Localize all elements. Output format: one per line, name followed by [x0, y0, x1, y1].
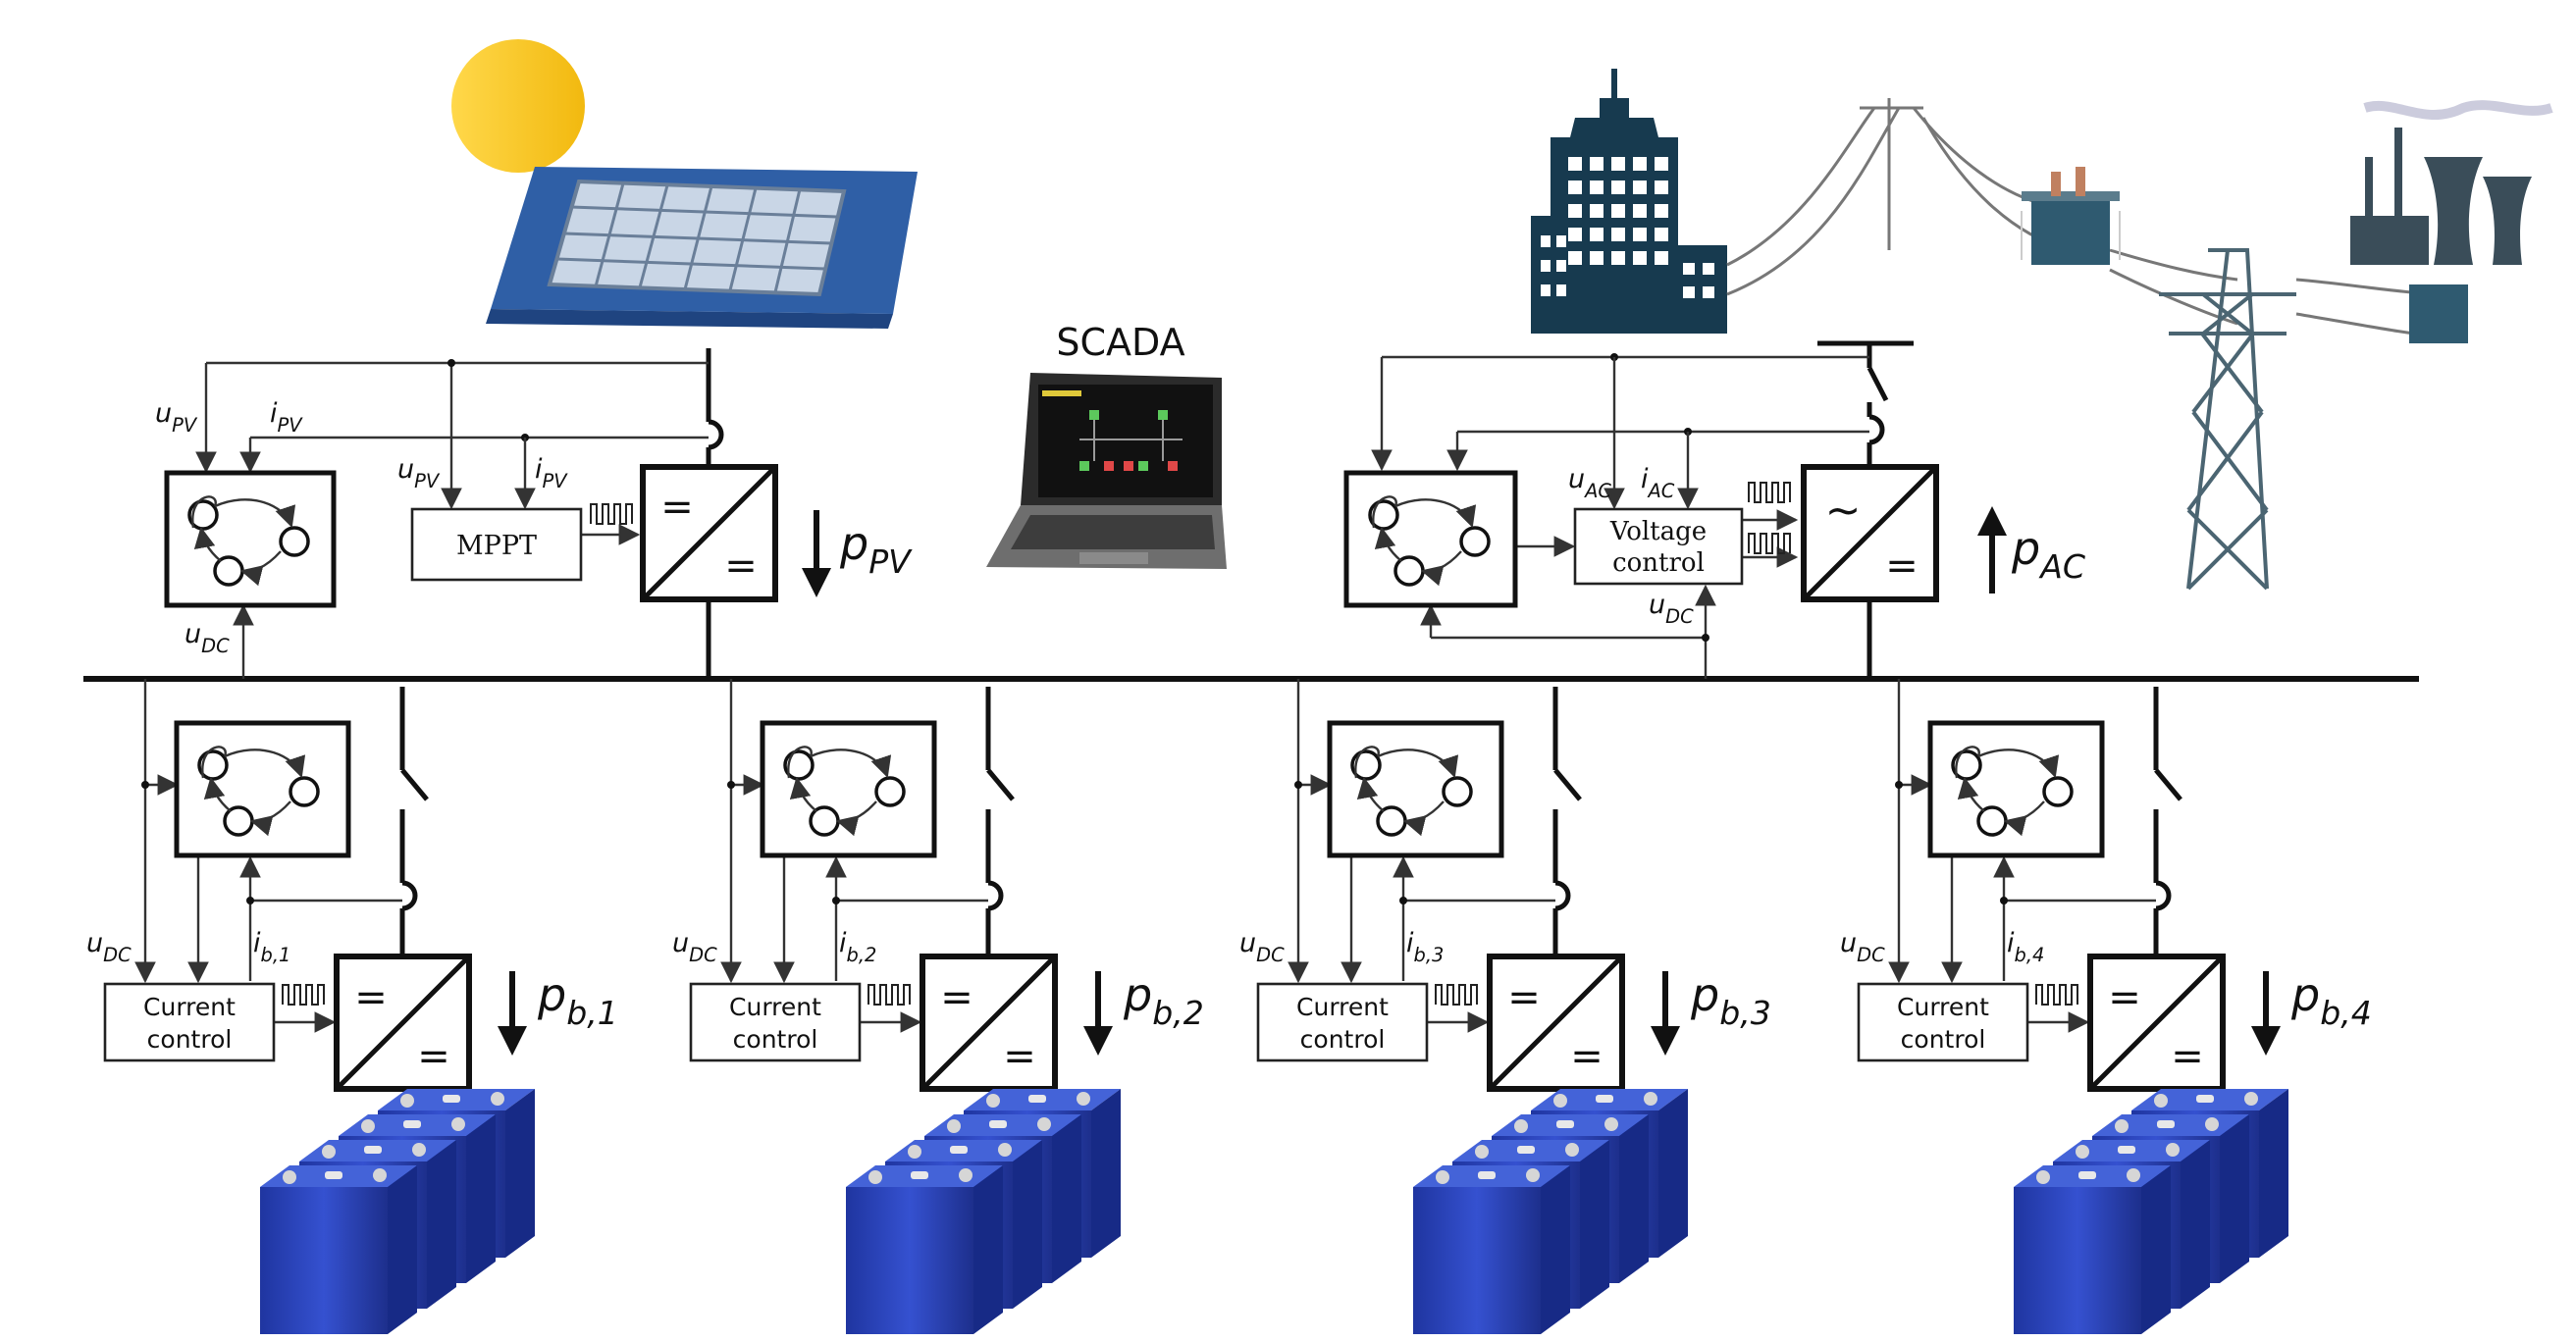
laptop-icon [986, 373, 1227, 569]
battery-branch-4: Current control = = uDC ib,4 pb,4 [1840, 679, 2372, 1334]
pv-voltage-label: uPV [155, 398, 198, 437]
mppt-block [410, 507, 583, 582]
pv-converter-top-symbol: = [660, 485, 694, 530]
inverter-dc-symbol: = [1885, 543, 1919, 589]
battery-1-pwm-signal [282, 984, 325, 1006]
battery-1-dc-voltage-label: uDC [86, 928, 131, 966]
battery-3-converter-bottom-symbol: = [1570, 1034, 1603, 1079]
battery-2-converter-bottom-symbol: = [1003, 1034, 1036, 1079]
sun-icon [451, 39, 585, 173]
grid-dc-voltage-label: uDC [1649, 590, 1694, 628]
transmission-tower-icon [2159, 248, 2296, 591]
battery-4-current-control-line2: control [1901, 1025, 1986, 1054]
pv-power-label: pPV [839, 517, 913, 581]
voltage-control-label-line1: Voltage [1609, 517, 1707, 546]
battery-1-converter-bottom-symbol: = [417, 1034, 450, 1079]
battery-3-current-control [1256, 982, 1429, 1062]
battery-4-dc-voltage-label: uDC [1840, 928, 1885, 966]
battery-4-power-label: pb,4 [2290, 968, 2372, 1032]
battery-2-cells-icon [846, 1089, 1121, 1334]
battery-2-converter-top-symbol: = [940, 975, 973, 1020]
city-buildings-icon [1531, 69, 1727, 334]
voltage-control-block [1573, 507, 1744, 586]
battery-2-pwm-signal [867, 984, 911, 1006]
grid-pwm-signal-2 [1748, 533, 1791, 554]
battery-1-cells-icon [260, 1089, 535, 1334]
battery-2-current-control-line1: Current [729, 993, 821, 1021]
battery-1-power-label: pb,1 [537, 968, 618, 1032]
pv-dc-voltage-label: uDC [184, 619, 230, 657]
battery-branch-3: Current control = = uDC ib,3 pb,3 [1239, 679, 1771, 1334]
pv-pwm-signal [590, 503, 633, 525]
battery-1-current-control [103, 982, 276, 1062]
battery-4-converter-top-symbol: = [2108, 975, 2141, 1020]
battery-3-current-control-line1: Current [1296, 993, 1389, 1021]
battery-3-dc-voltage-label: uDC [1239, 928, 1285, 966]
mppt-voltage-label: uPV [397, 454, 441, 492]
battery-1-state-machine [174, 720, 351, 858]
battery-1-current-label: ib,1 [253, 928, 290, 966]
pv-converter-bottom-symbol: = [724, 543, 758, 589]
battery-3-current-control-line2: control [1300, 1025, 1386, 1054]
battery-4-converter-bottom-symbol: = [2171, 1034, 2204, 1079]
battery-3-state-machine [1327, 720, 1504, 858]
battery-4-current-control-line1: Current [1897, 993, 1989, 1021]
battery-1-converter-top-symbol: = [354, 975, 388, 1020]
battery-3-cells-icon [1413, 1089, 1688, 1334]
battery-3-power-label: pb,3 [1690, 968, 1771, 1032]
battery-3-pwm-signal [1435, 984, 1478, 1006]
factory-icon [2350, 100, 2553, 343]
battery-2-dc-voltage-label: uDC [672, 928, 717, 966]
mppt-label: MPPT [456, 531, 537, 561]
battery-4-cells-icon [2014, 1089, 2288, 1334]
battery-2-power-label: pb,2 [1123, 968, 1204, 1032]
grid-branch [1371, 340, 1914, 679]
inverter-ac-symbol: ~ [1825, 486, 1862, 536]
battery-2-current-control [689, 982, 862, 1062]
battery-4-current-label: ib,4 [2007, 928, 2044, 966]
battery-4-current-control [1857, 982, 2029, 1062]
pv-branch [195, 348, 724, 679]
battery-3-current-label: ib,3 [1406, 928, 1444, 966]
battery-1-current-control-line2: control [147, 1025, 233, 1054]
grid-pwm-signal-1 [1748, 482, 1791, 503]
battery-branch-2: Current control = = uDC ib,2 pb,2 [672, 679, 1204, 1334]
solar-panel-icon [486, 167, 918, 329]
pv-current-label: iPV [270, 398, 303, 437]
battery-1-current-control-line1: Current [143, 993, 236, 1021]
battery-3-converter-top-symbol: = [1507, 975, 1541, 1020]
battery-2-current-label: ib,2 [839, 928, 876, 966]
battery-4-state-machine [1927, 720, 2105, 858]
voltage-control-label-line2: control [1612, 548, 1705, 578]
scada-label: SCADA [1056, 321, 1184, 364]
ac-power-label: pAC [2011, 522, 2085, 586]
transformer-icon [2021, 167, 2121, 265]
grid-voltage-label: uAC [1568, 464, 1611, 502]
battery-units: Current control = = uDC ib,1 pb,1 Current contro… [86, 679, 2372, 1334]
mppt-current-label: iPV [535, 454, 568, 492]
battery-2-current-control-line2: control [733, 1025, 818, 1054]
battery-2-state-machine [760, 720, 937, 858]
grid-current-label: iAC [1641, 464, 1675, 502]
battery-branch-1: Current control = = uDC ib,1 pb,1 [86, 679, 618, 1334]
battery-4-pwm-signal [2035, 984, 2078, 1006]
